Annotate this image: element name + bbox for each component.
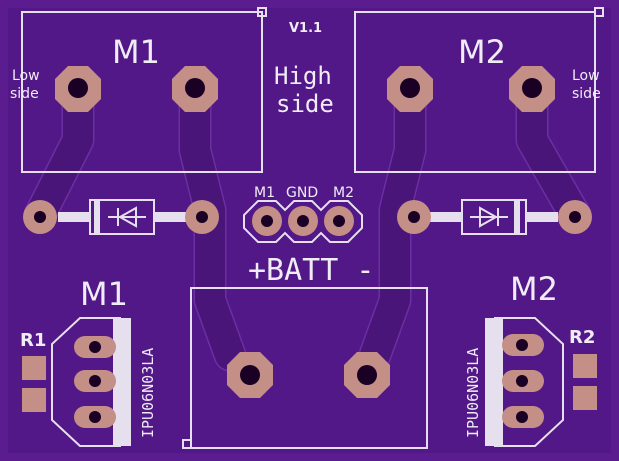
r2-pad-1 bbox=[573, 354, 597, 378]
label-low-side-left-1: Low bbox=[12, 68, 40, 84]
label-mosfet-right: IPU06N03LA bbox=[464, 348, 482, 438]
header-label-m2: M2 bbox=[333, 185, 354, 201]
r2-pad-2 bbox=[573, 386, 597, 410]
label-low-side-right-2: side bbox=[572, 86, 601, 102]
r1-pad-2 bbox=[22, 388, 46, 412]
header-label-gnd: GND bbox=[286, 185, 318, 201]
label-low-side-left-2: side bbox=[10, 86, 39, 102]
label-low-side-right-1: Low bbox=[572, 68, 600, 84]
label-m1-bottom: M1 bbox=[80, 275, 128, 313]
version-label: V1.1 bbox=[289, 21, 322, 36]
label-m2-bottom: M2 bbox=[510, 270, 558, 308]
connector-m2-top: M2 Low side bbox=[354, 7, 604, 173]
header-3pin: M1 GND M2 bbox=[243, 185, 363, 243]
diode-right bbox=[397, 199, 592, 235]
label-r2: R2 bbox=[569, 327, 595, 348]
diode-left bbox=[23, 199, 219, 235]
label-m2-top: M2 bbox=[458, 33, 506, 71]
battery-connector: +BATT - bbox=[182, 253, 428, 449]
label-high-side-2: side bbox=[276, 90, 334, 118]
label-r1: R1 bbox=[20, 330, 46, 351]
connector-m1-top: M1 Low side bbox=[10, 7, 267, 173]
mosfet-m2: M2 R2 IPU06N03LA bbox=[464, 270, 597, 447]
r1-pad-1 bbox=[22, 356, 46, 380]
label-high-side-1: High bbox=[274, 62, 332, 90]
header-label-m1: M1 bbox=[254, 185, 275, 201]
label-m1-top: M1 bbox=[112, 33, 160, 71]
label-mosfet-left: IPU06N03LA bbox=[139, 348, 157, 438]
label-batt: +BATT - bbox=[248, 253, 374, 288]
mosfet-m1: M1 R1 IPU06N03LA bbox=[20, 275, 157, 447]
